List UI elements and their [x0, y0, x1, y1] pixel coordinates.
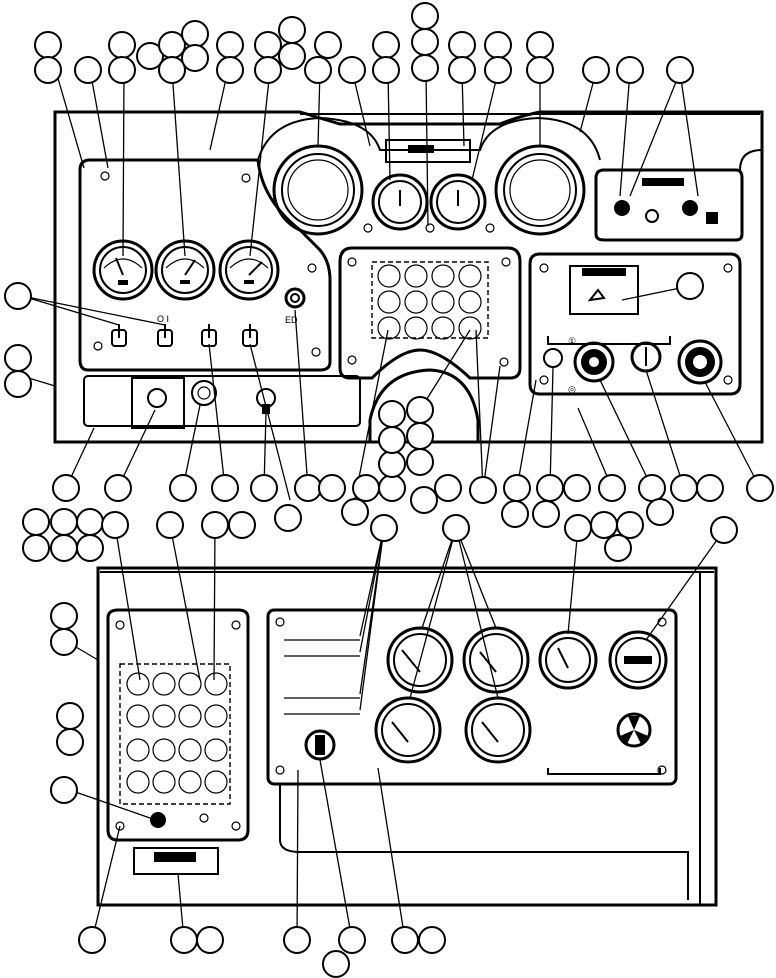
lower-gauge-panel	[266, 608, 689, 900]
lower-gauge-2	[462, 626, 530, 694]
toggle-switch-4	[242, 324, 258, 347]
ignition-mark-2: ◎	[568, 384, 576, 394]
fuse-box	[338, 246, 522, 442]
light-switch-mark: ED	[285, 315, 298, 325]
middle-gauge	[154, 239, 216, 301]
lower-gauge-3	[374, 696, 442, 764]
center-gauge-cluster	[257, 116, 601, 236]
toggle-switch-3	[201, 324, 217, 347]
callout-balloons	[4, 2, 774, 978]
switch-zero-one-mark: O I	[157, 314, 169, 324]
right-gauge	[218, 239, 280, 301]
indicator-light	[284, 287, 306, 309]
upper-dashboard-panel: ED O I	[53, 110, 764, 444]
lower-gauge-4	[464, 696, 532, 764]
lower-instrument-panel	[96, 566, 718, 907]
toggle-switch-2	[157, 324, 173, 347]
toggle-switch-1	[111, 324, 127, 347]
leader-lines	[21, 67, 761, 941]
fan-emblem	[616, 712, 652, 748]
ignition-mark-1: ①	[568, 336, 576, 346]
lower-fuse-panel	[106, 608, 250, 875]
lower-gauge-5	[538, 630, 598, 690]
center-small-gauge-right	[429, 173, 487, 231]
rotary-switch	[304, 729, 336, 761]
hour-meter	[608, 630, 668, 690]
top-right-switch-panel	[594, 168, 744, 242]
left-gauge-cluster: ED O I	[78, 158, 332, 372]
lower-gauge-1	[386, 626, 454, 694]
ignition-panel: ① ◎	[528, 252, 742, 396]
lower-switch-strip	[83, 375, 361, 429]
center-small-gauge-left	[371, 173, 429, 231]
